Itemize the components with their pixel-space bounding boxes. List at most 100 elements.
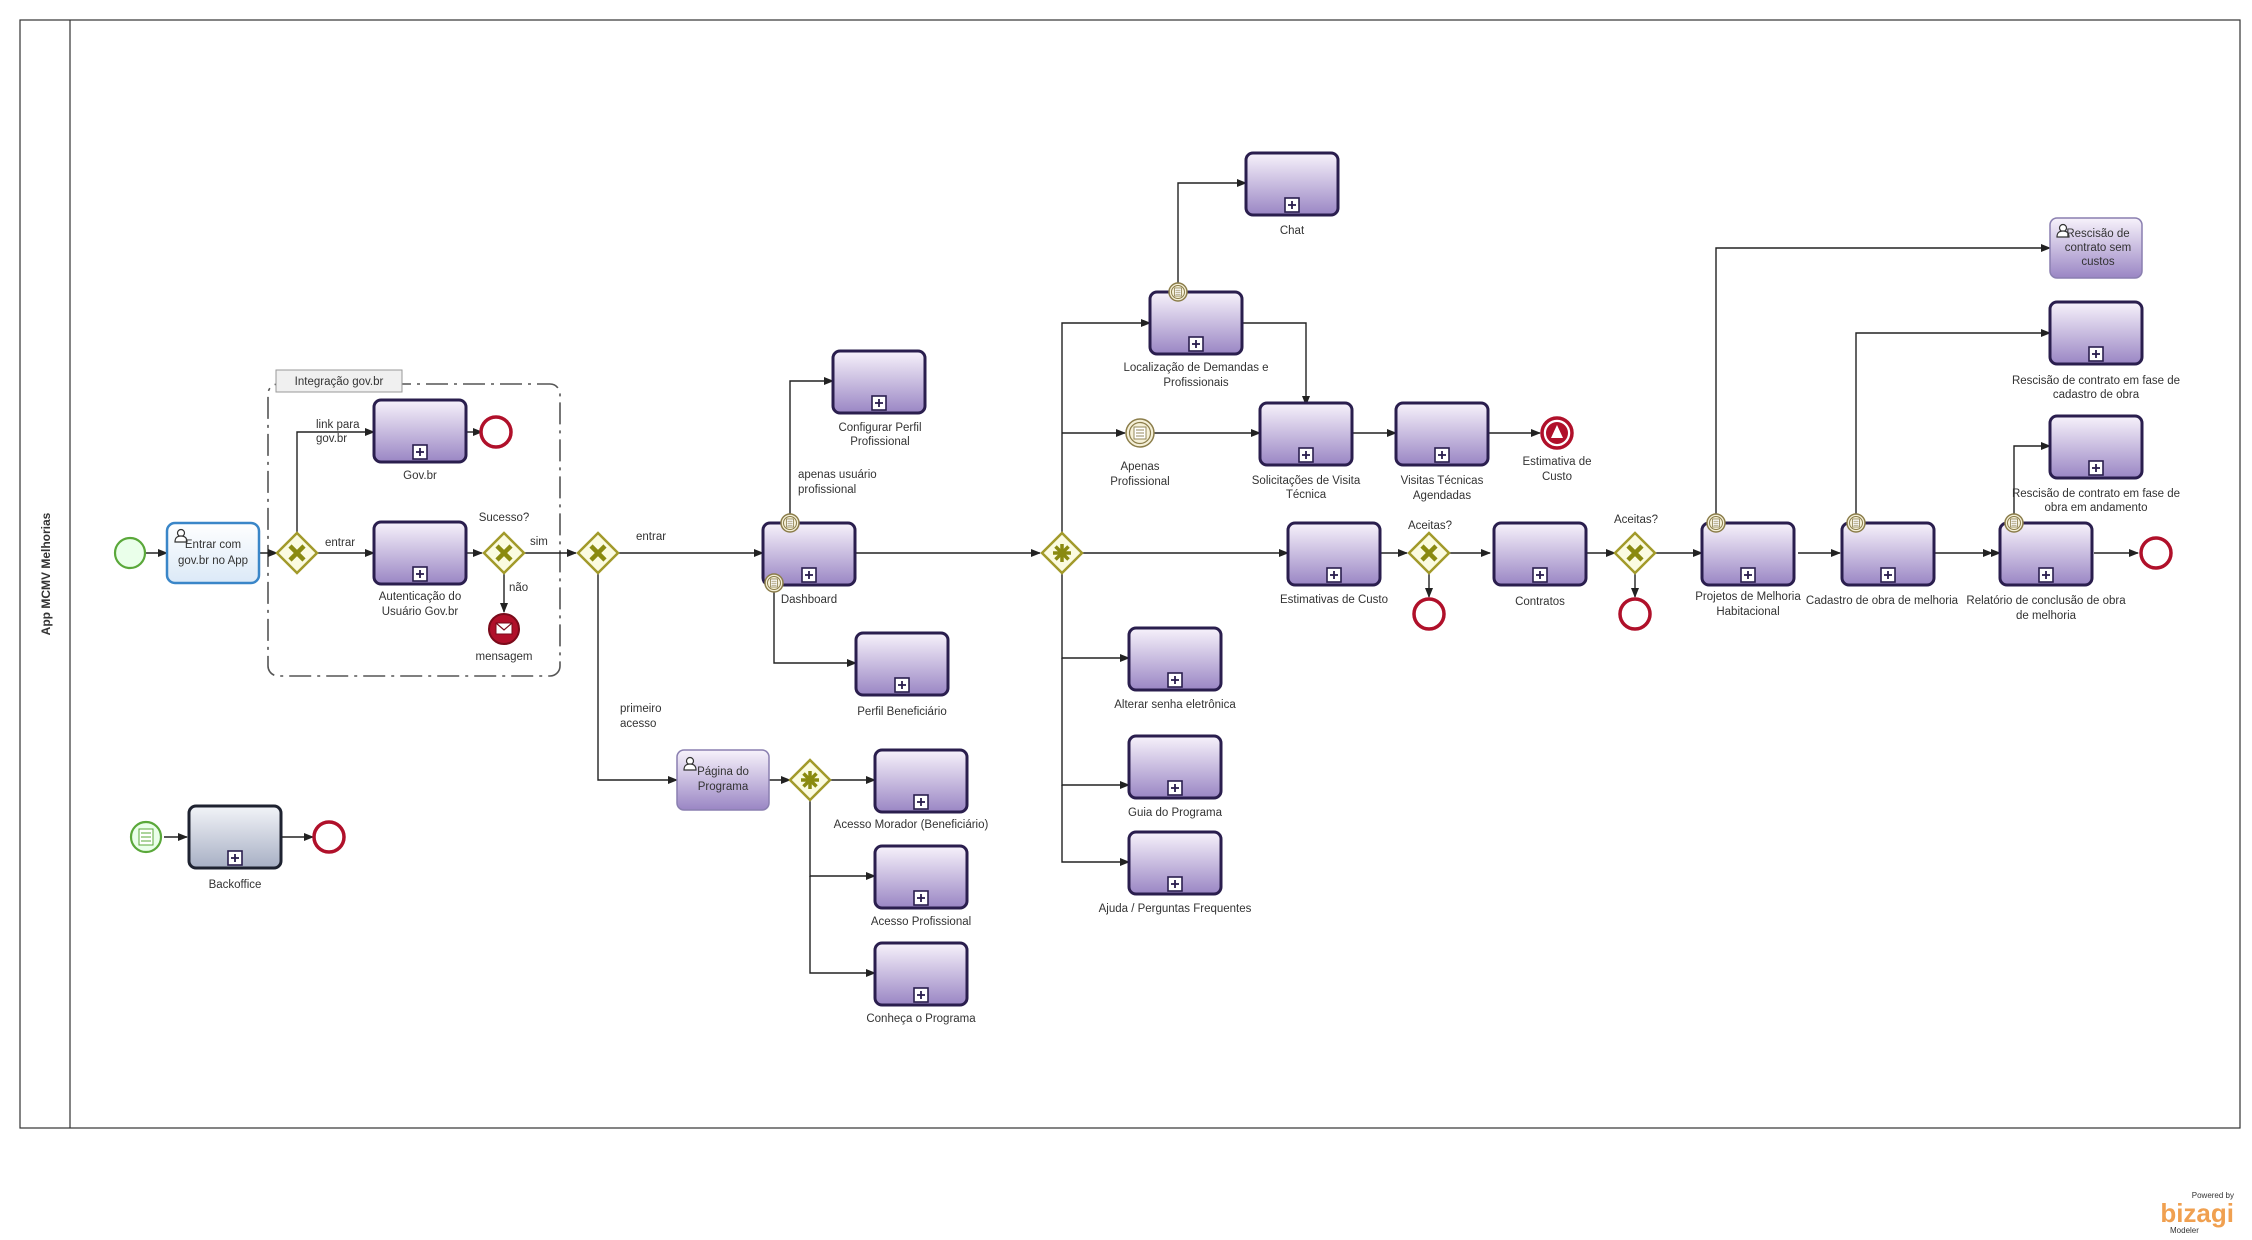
svg-text:Visitas Técnicas: Visitas Técnicas xyxy=(1401,475,1484,487)
task-label-ajuda: Ajuda / Perguntas Frequentes xyxy=(1099,903,1252,915)
message-end-event xyxy=(488,613,520,645)
task-pagina-programa[interactable]: Página do Programa xyxy=(676,749,770,811)
conditional-marker-dashboard-top xyxy=(780,513,800,533)
pool xyxy=(19,19,2241,1129)
task-label-acesso-profissional: Acesso Profissional xyxy=(871,916,971,928)
task-rescisao-andamento[interactable]: Rescisão de contrato em fase de obra em … xyxy=(2012,414,2180,514)
flow-label-link-govbr-1: link para xyxy=(316,419,360,431)
parallel-gateway-pagina xyxy=(788,758,832,802)
task-acesso-morador[interactable]: Acesso Morador (Beneficiário) xyxy=(834,748,989,831)
start-event xyxy=(113,536,147,570)
conditional-event-apenas-profissional xyxy=(1125,418,1155,448)
bizagi-logo: bizagi xyxy=(2160,1198,2234,1228)
svg-text:Relatório de conclusão de obra: Relatório de conclusão de obra xyxy=(1966,595,2126,607)
gateway-1 xyxy=(277,533,317,573)
task-label-conheca: Conheça o Programa xyxy=(866,1013,976,1025)
svg-text:Agendadas: Agendadas xyxy=(1413,490,1471,502)
gateway-label-aceitas2: Aceitas? xyxy=(1614,514,1658,526)
task-conheca[interactable]: Conheça o Programa xyxy=(866,941,976,1025)
flow-label-entrar-2: entrar xyxy=(636,531,666,543)
task-label-chat: Chat xyxy=(1280,225,1305,237)
group-label: Integração gov.br xyxy=(295,376,384,388)
task-acesso-profissional[interactable]: Acesso Profissional xyxy=(871,844,971,928)
task-label-perfil-beneficiario: Perfil Beneficiário xyxy=(857,706,946,718)
task-label-cadastro-obra: Cadastro de obra de melhoria xyxy=(1806,595,1959,607)
svg-text:de melhoria: de melhoria xyxy=(2016,610,2077,622)
end-event-aceitas1 xyxy=(1412,597,1446,631)
conditional-marker-projetos xyxy=(1706,513,1726,533)
task-label-backoffice: Backoffice xyxy=(209,879,262,891)
svg-text:cadastro de obra: cadastro de obra xyxy=(2053,389,2140,401)
flow-label-entrar-1: entrar xyxy=(325,537,355,549)
svg-text:Autenticação do: Autenticação do xyxy=(379,591,461,603)
task-dashboard[interactable]: Dashboard xyxy=(761,521,857,606)
svg-text:Habitacional: Habitacional xyxy=(1716,606,1779,618)
powered-by-text: Powered by xyxy=(2192,1191,2234,1200)
svg-text:Página do: Página do xyxy=(697,766,749,778)
flow-label-nao: não xyxy=(509,582,528,594)
svg-text:Programa: Programa xyxy=(698,781,749,793)
task-entrar-govbr[interactable]: Entrar com gov.br no App xyxy=(165,521,261,585)
task-configurar-perfil[interactable]: Configurar Perfil Profissional xyxy=(831,349,927,448)
flow-label-apenas-usuario-2: profissional xyxy=(798,484,856,496)
task-ajuda[interactable]: Ajuda / Perguntas Frequentes xyxy=(1099,830,1252,915)
conditional-marker-cadastro xyxy=(1846,513,1866,533)
task-label-contratos: Contratos xyxy=(1515,596,1565,608)
task-rescisao-sem-custos[interactable]: Rescisão de contrato sem custos xyxy=(2049,217,2143,279)
task-contratos[interactable]: Contratos xyxy=(1492,521,1588,608)
task-autenticacao[interactable]: Autenticação do Usuário Gov.br xyxy=(372,520,468,618)
task-label-guia: Guia do Programa xyxy=(1128,807,1223,819)
task-label-estimativas: Estimativas de Custo xyxy=(1280,594,1388,606)
conditional-marker-dashboard-bottom xyxy=(764,573,784,593)
task-label-acesso-morador: Acesso Morador (Beneficiário) xyxy=(834,819,989,831)
end-event-backoffice xyxy=(312,820,346,854)
task-chat[interactable]: Chat xyxy=(1244,151,1340,237)
flow-label-apenas-usuario-1: apenas usuário xyxy=(798,469,877,481)
task-backoffice[interactable]: Backoffice xyxy=(187,804,283,891)
gateway-aceitas2 xyxy=(1615,533,1655,573)
svg-text:Configurar Perfil: Configurar Perfil xyxy=(838,422,921,434)
modeler-text: Modeler xyxy=(2170,1226,2199,1235)
event-label-apenas-2: Profissional xyxy=(1110,476,1169,488)
end-event-govbr xyxy=(479,415,513,449)
task-visitas[interactable]: Visitas Técnicas Agendadas xyxy=(1394,401,1490,502)
conditional-marker-relatorio xyxy=(2004,513,2024,533)
flow-label-sim: sim xyxy=(530,536,548,548)
task-label-dashboard: Dashboard xyxy=(781,594,837,606)
task-govbr[interactable]: Gov.br xyxy=(372,398,468,482)
gateway-label-sucesso: Sucesso? xyxy=(479,512,530,524)
task-solicitacoes[interactable]: Solicitações de Visita Técnica xyxy=(1252,401,1361,501)
svg-text:Profissionais: Profissionais xyxy=(1163,377,1228,389)
gateway-aceitas1 xyxy=(1409,533,1449,573)
task-estimativas[interactable]: Estimativas de Custo xyxy=(1280,521,1388,606)
task-localizacao[interactable]: Localização de Demandas e Profissionais xyxy=(1123,290,1269,389)
task-projetos[interactable]: Projetos de Melhoria Habitacional xyxy=(1695,521,1801,618)
task-rescisao-cadastro[interactable]: Rescisão de contrato em fase de cadastro… xyxy=(2012,300,2180,401)
svg-text:Projetos de Melhoria: Projetos de Melhoria xyxy=(1695,591,1801,603)
svg-text:Rescisão de contrato em fase d: Rescisão de contrato em fase de xyxy=(2012,488,2180,500)
task-label-alterar-senha: Alterar senha eletrônica xyxy=(1114,699,1236,711)
svg-text:Entrar com: Entrar com xyxy=(185,539,241,551)
pool-title: App MCMV Melhorias xyxy=(39,512,53,635)
svg-text:contrato sem: contrato sem xyxy=(2065,242,2131,254)
end-event-final xyxy=(2139,536,2173,570)
task-alterar-senha[interactable]: Alterar senha eletrônica xyxy=(1114,626,1236,711)
parallel-gateway-dashboard xyxy=(1040,531,1084,575)
task-cadastro-obra[interactable]: Cadastro de obra de melhoria xyxy=(1806,521,1959,607)
svg-text:obra em andamento: obra em andamento xyxy=(2045,502,2148,514)
task-relatorio[interactable]: Relatório de conclusão de obra de melhor… xyxy=(1966,521,2126,622)
flow-label-link-govbr-2: gov.br xyxy=(316,433,347,445)
gateway-label-aceitas1: Aceitas? xyxy=(1408,520,1452,532)
event-label-apenas-1: Apenas xyxy=(1120,461,1159,473)
svg-text:Localização de Demandas e: Localização de Demandas e xyxy=(1123,362,1268,374)
integration-group xyxy=(267,383,561,677)
task-label-govbr: Gov.br xyxy=(403,470,437,482)
svg-text:Solicitações de Visita: Solicitações de Visita xyxy=(1252,475,1361,487)
task-guia[interactable]: Guia do Programa xyxy=(1127,734,1223,819)
event-label-estimativa-1: Estimativa de xyxy=(1522,456,1591,468)
task-perfil-beneficiario[interactable]: Perfil Beneficiário xyxy=(854,631,950,718)
sequence-flows xyxy=(146,179,2139,977)
conditional-marker-localizacao xyxy=(1168,282,1188,302)
svg-text:Rescisão de: Rescisão de xyxy=(2066,228,2129,240)
